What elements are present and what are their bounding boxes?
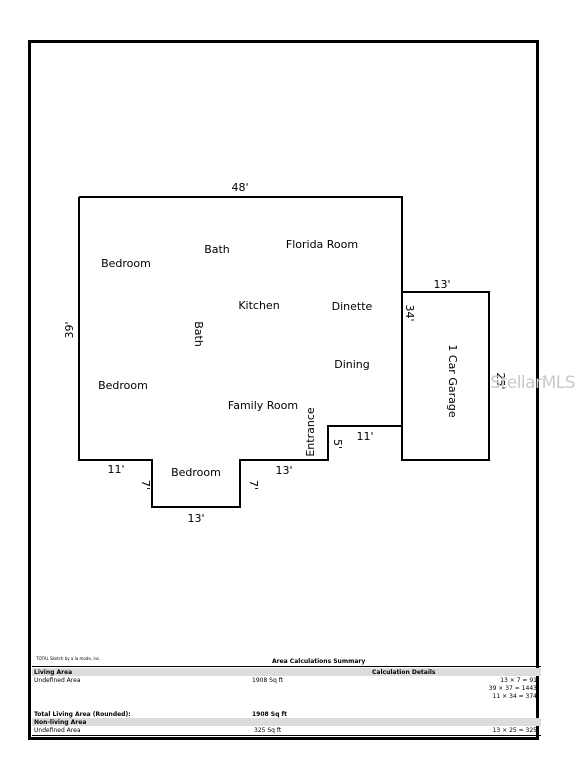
- room-label-bedroom-2: Bedroom: [98, 379, 148, 392]
- calc-line-1: 13 × 7 = 91: [500, 677, 537, 684]
- dim-garage-left: 34': [403, 304, 416, 321]
- room-label-bedroom-1: Bedroom: [101, 257, 151, 270]
- calc-line-3: 11 × 34 = 374: [492, 693, 537, 700]
- room-label-garage: 1 Car Garage: [446, 344, 459, 417]
- living-area-header-row: Living Area Calculation Details: [32, 668, 541, 676]
- dim-garage-top: 13': [433, 278, 450, 291]
- calc-row-2: 39 × 37 = 1443: [32, 684, 541, 692]
- garage-outline: [401, 291, 490, 461]
- room-label-kitchen: Kitchen: [238, 299, 279, 312]
- calc-line-2: 39 × 37 = 1443: [488, 685, 537, 692]
- living-undefined-row: Undefined Area 1908 Sq ft 13 × 7 = 91: [32, 676, 541, 684]
- living-undefined-label: Undefined Area: [34, 677, 81, 684]
- dim-left: 39': [63, 321, 76, 338]
- total-living-label: Total Living Area (Rounded):: [34, 711, 131, 718]
- calc-details-header: Calculation Details: [372, 669, 436, 676]
- room-label-family-room: Family Room: [228, 399, 298, 412]
- dim-bottom-mid: 13': [275, 464, 292, 477]
- living-area-header: Living Area: [34, 669, 73, 676]
- summary-top-rule: [32, 666, 541, 667]
- nonliving-undefined-value: 325 Sq ft: [254, 727, 282, 734]
- dim-bump-right: 7': [247, 480, 260, 490]
- dim-entrance-depth: 5': [331, 439, 344, 449]
- room-label-dining: Dining: [334, 358, 370, 371]
- sketch-sheet: [28, 40, 539, 740]
- dim-top: 48': [231, 181, 248, 194]
- total-living-row: Total Living Area (Rounded): 1908 Sq ft: [32, 710, 541, 718]
- nonliving-calc: 13 × 25 = 325: [492, 727, 537, 734]
- area-summary: Area Calculations Summary Living Area Ca…: [32, 658, 541, 740]
- nonliving-header-row: Non-living Area: [32, 718, 541, 726]
- room-label-florida-room: Florida Room: [286, 238, 358, 251]
- dim-bump-left: 7': [139, 480, 152, 490]
- sketch-credit: TOTAL Sketch by a la mode, inc.: [36, 656, 101, 661]
- room-label-bedroom-3: Bedroom: [171, 466, 221, 479]
- room-label-bath: Bath: [204, 243, 230, 256]
- nonliving-undefined-row: Undefined Area 325 Sq ft 13 × 25 = 325: [32, 726, 541, 734]
- dim-bottom-left: 11': [107, 463, 124, 476]
- dim-entrance-step: 11': [356, 430, 373, 443]
- calc-row-3: 11 × 34 = 374: [32, 692, 541, 700]
- room-label-dinette: Dinette: [332, 300, 373, 313]
- room-label-entrance: Entrance: [304, 407, 317, 457]
- summary-bottom-rule: [32, 735, 541, 736]
- watermark-stellarmls: StellarMLS: [490, 373, 575, 393]
- dim-garage-right: 25': [494, 372, 507, 389]
- total-living-value: 1908 Sq ft: [252, 711, 287, 718]
- nonliving-header: Non-living Area: [34, 719, 87, 726]
- room-label-bath-vertical: Bath: [192, 321, 205, 347]
- summary-title: Area Calculations Summary: [272, 658, 366, 665]
- living-undefined-value: 1908 Sq ft: [252, 677, 284, 684]
- dim-bump-bottom: 13': [187, 512, 204, 525]
- nonliving-undefined-label: Undefined Area: [34, 727, 81, 734]
